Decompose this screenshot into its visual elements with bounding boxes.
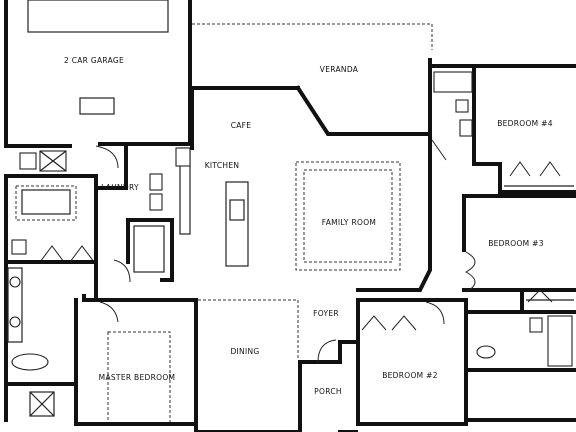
toilet-fixture	[455, 99, 469, 113]
laundry-wall	[98, 146, 128, 190]
family-room-wall-east	[356, 132, 432, 292]
closet-shelf	[21, 189, 71, 215]
bathtub-fixture	[433, 71, 473, 93]
label-porch: PORCH	[314, 387, 342, 396]
label-cafe: CAFE	[231, 121, 252, 130]
sink-fixture	[476, 345, 496, 359]
garage-wall-south	[4, 138, 72, 148]
label-bedroom3: BEDROOM #3	[488, 239, 544, 248]
vanity-counter	[7, 267, 23, 343]
bedroom3-area	[462, 194, 576, 314]
master-bedroom-area	[74, 294, 198, 432]
master-wall-north	[82, 294, 198, 302]
bedroom3-door	[464, 251, 476, 293]
garage-fixture	[79, 97, 115, 115]
veranda-wall-angle	[295, 85, 432, 136]
utility-diagonal	[39, 150, 67, 172]
toilet-fixture	[11, 239, 27, 255]
kitchen-area	[98, 146, 249, 282]
refrigerator-fixture	[175, 147, 191, 167]
label-garage: 2 CAR GARAGE	[64, 56, 124, 65]
bedroom2-area	[356, 298, 468, 426]
closet-door	[509, 161, 531, 177]
island-sink	[229, 199, 245, 221]
label-family-room: FAMILY ROOM	[322, 218, 376, 227]
closet-shelving	[15, 185, 77, 221]
label-bedroom4: BEDROOM #4	[497, 119, 553, 128]
toilet-fixture	[529, 317, 543, 333]
master-bath-area	[4, 174, 98, 422]
shower-diagonal	[29, 391, 55, 417]
garage-area	[4, 0, 192, 172]
main-walls	[94, 86, 576, 422]
closet-wall	[4, 174, 98, 264]
label-foyer: FOYER	[313, 309, 339, 318]
garage-door-outline	[27, 0, 169, 33]
family-room-tray-inner	[303, 169, 393, 263]
closet-door	[539, 161, 561, 177]
closet-door	[391, 315, 417, 331]
room-labels: 2 CAR GARAGE VERANDA CAFE KITCHEN LAUNDR…	[64, 56, 553, 396]
label-master-bedroom: MASTER BEDROOM	[99, 373, 176, 382]
family-room-tray-ceiling	[295, 161, 401, 271]
bedroom4-area	[428, 58, 576, 194]
sink-fixture	[9, 276, 21, 288]
closet-door	[69, 245, 95, 263]
hall-bath-area	[464, 310, 576, 372]
veranda-area	[190, 23, 433, 136]
label-bedroom2: BEDROOM #2	[382, 371, 438, 380]
sink-fixture	[9, 316, 21, 328]
closet-door	[39, 245, 65, 263]
label-laundry: LAUNDRY	[101, 183, 139, 192]
sink-fixture	[459, 119, 473, 137]
label-veranda: VERANDA	[320, 65, 359, 74]
veranda-roof-line	[192, 23, 433, 50]
pantry-shelf	[133, 225, 165, 273]
garage-wall-east	[98, 0, 192, 146]
bathtub-fixture	[547, 315, 573, 367]
bedroom2-door	[425, 301, 445, 325]
washer-fixture	[149, 173, 163, 191]
closet-door	[527, 289, 553, 303]
bath-door	[431, 139, 447, 161]
hall-door	[113, 259, 131, 283]
closet-door	[361, 315, 387, 331]
shower-fixture	[29, 391, 55, 417]
master-door	[99, 301, 119, 323]
front-door	[317, 339, 337, 363]
kitchen-island	[225, 181, 249, 267]
dryer-fixture	[149, 193, 163, 211]
label-dining: DINING	[230, 347, 259, 356]
dining-opening	[198, 299, 299, 358]
bathtub-fixture	[11, 353, 49, 371]
family-room-area	[295, 132, 432, 292]
label-kitchen: KITCHEN	[205, 161, 240, 170]
dining-area	[194, 299, 358, 432]
water-heater-fixture	[19, 152, 37, 170]
bedroom4-wall-south	[472, 162, 576, 194]
foyer-wall	[298, 340, 342, 364]
garage-entry-door	[95, 145, 119, 169]
pantry-wall	[126, 218, 174, 282]
